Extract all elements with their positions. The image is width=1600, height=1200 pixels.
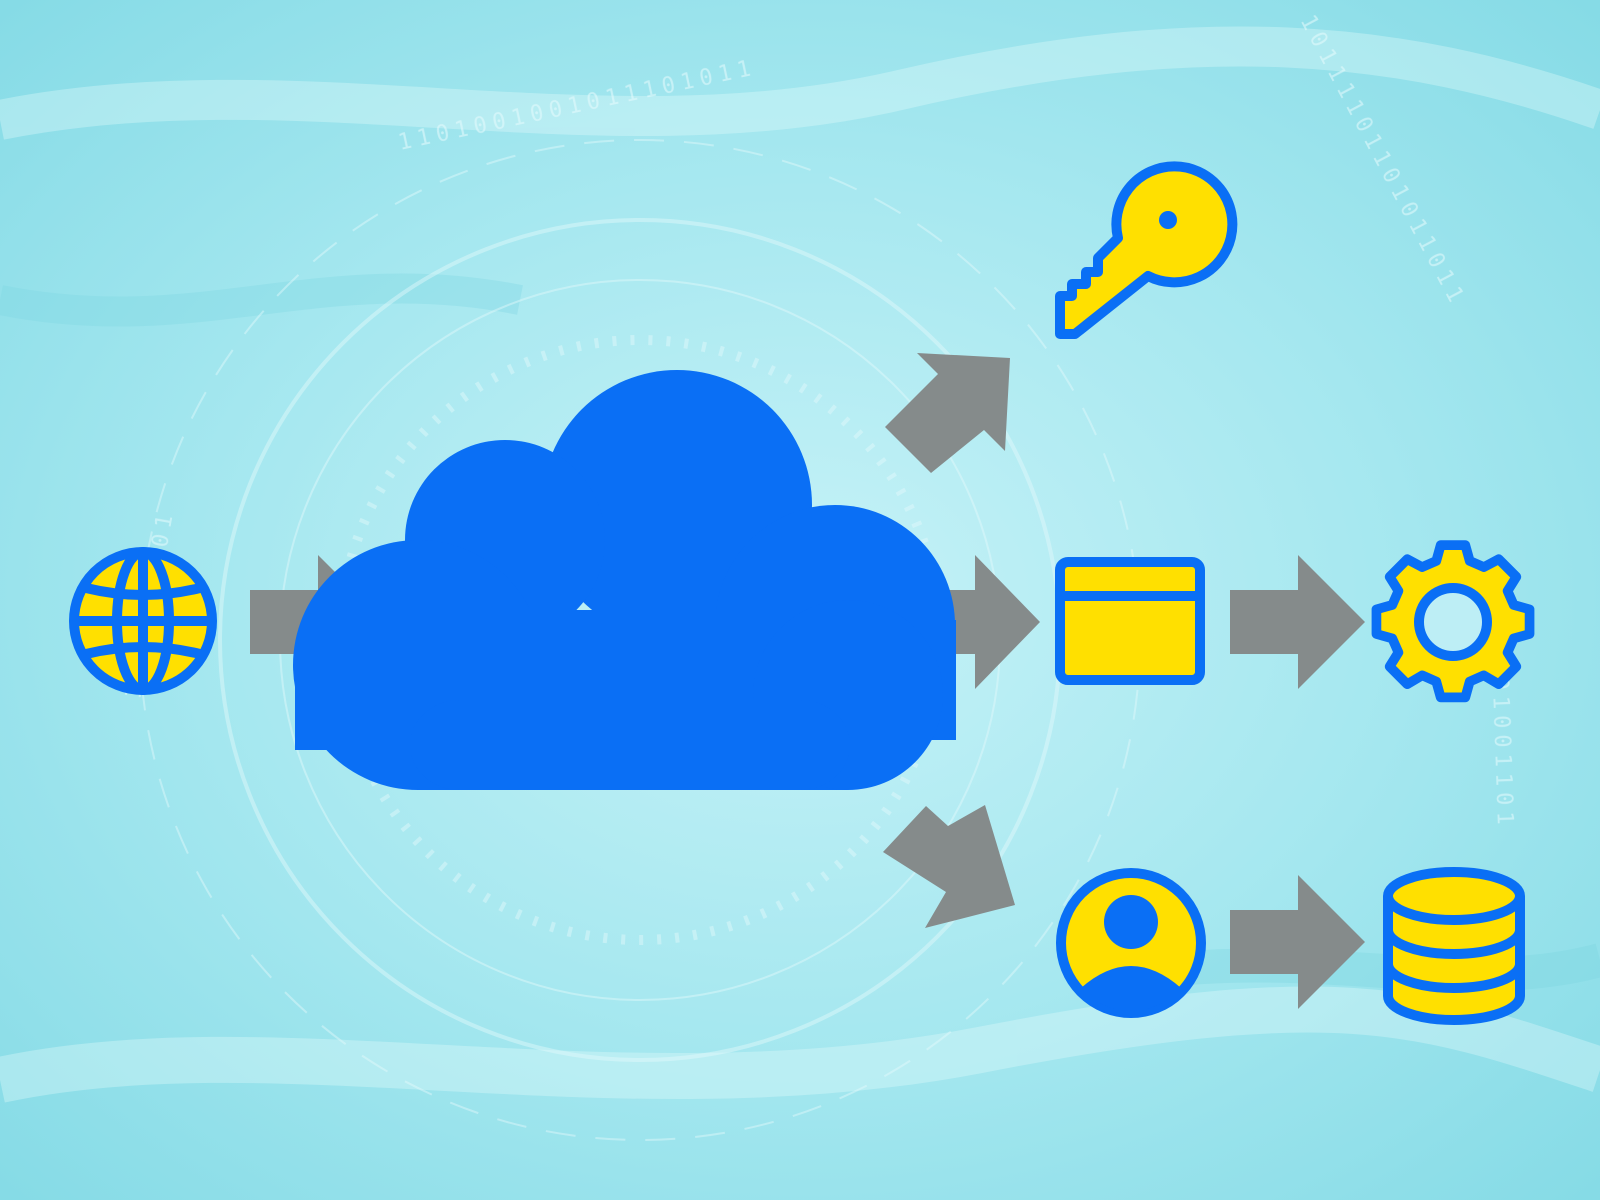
gear-icon <box>1371 540 1535 703</box>
arrow-user-to-database <box>1230 875 1365 1009</box>
user-avatar-icon <box>1056 868 1206 1018</box>
arrow-cloud-to-key <box>885 353 1010 473</box>
browser-window-icon <box>1055 557 1205 685</box>
globe-icon <box>69 547 217 695</box>
arrow-cloud-to-user <box>883 805 1015 928</box>
key-icon <box>1055 161 1238 339</box>
cloud-icon <box>293 370 956 790</box>
arrow-cloud-to-browser <box>908 555 1040 689</box>
arrow-browser-to-gear <box>1230 555 1365 689</box>
database-icon <box>1383 867 1525 1025</box>
